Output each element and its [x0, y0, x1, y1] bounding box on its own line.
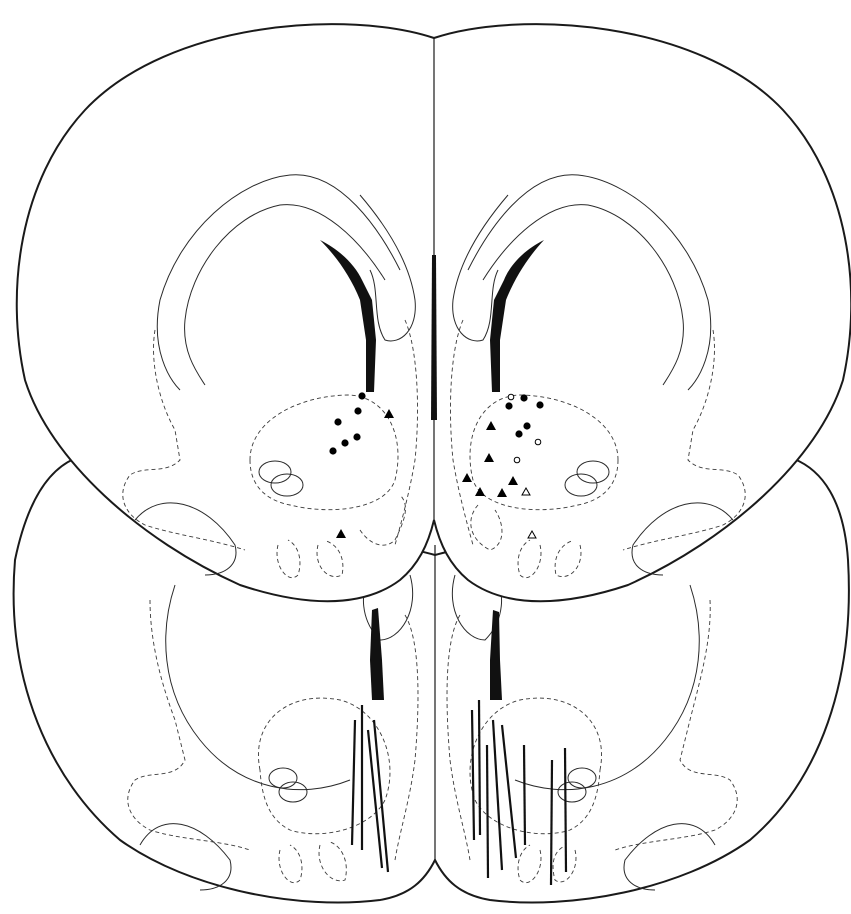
filled-circle-marker	[353, 433, 360, 440]
filled-circle-marker	[505, 402, 512, 409]
filled-circle-marker	[523, 422, 530, 429]
open-circle-marker	[508, 394, 514, 400]
track-line	[551, 760, 552, 885]
filled-circle-marker	[358, 392, 365, 399]
open-circle-marker	[535, 439, 541, 445]
filled-circle-marker	[329, 447, 336, 454]
upper-coronal-section	[17, 24, 851, 601]
filled-circle-marker	[334, 418, 341, 425]
filled-circle-marker	[536, 401, 543, 408]
track-line	[524, 745, 525, 845]
track-line	[565, 748, 566, 872]
filled-circle-marker	[515, 430, 522, 437]
track-line	[487, 745, 488, 878]
filled-circle-marker	[354, 407, 361, 414]
track-line	[479, 700, 480, 835]
filled-circle-marker	[341, 439, 348, 446]
filled-circle-marker	[520, 394, 527, 401]
open-circle-marker	[514, 457, 520, 463]
midline-sliver	[431, 255, 437, 420]
